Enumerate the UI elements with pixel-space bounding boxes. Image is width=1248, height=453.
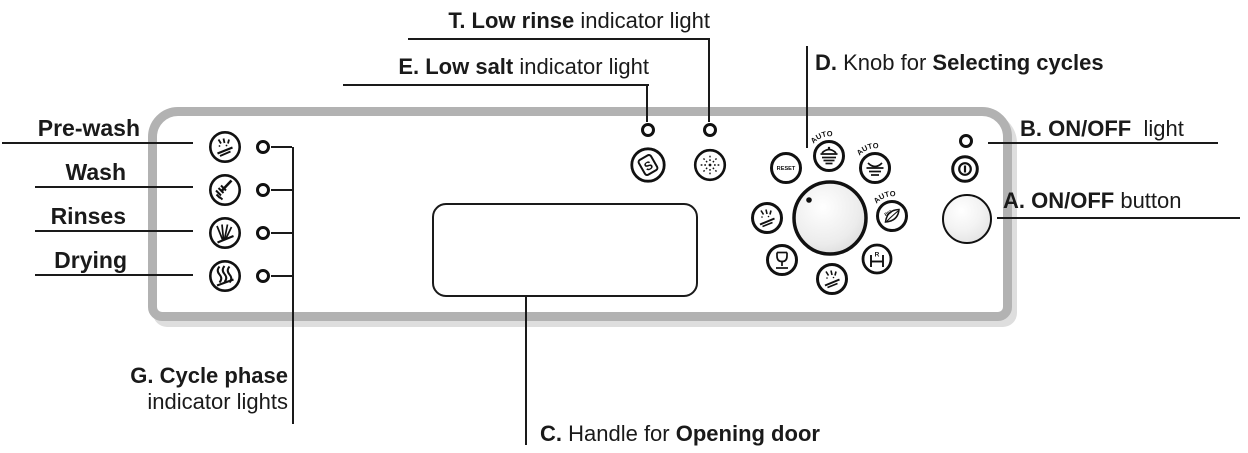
callout-line-low-rinse-v (708, 38, 710, 122)
prewash-indicator-light (256, 140, 270, 154)
reset-button[interactable]: RESET (770, 152, 802, 184)
phase-dash-3 (271, 232, 292, 234)
low-rinse-indicator-light (703, 123, 717, 137)
callout-line-knob-v (806, 46, 808, 148)
callout-line-onoff-button (997, 217, 1240, 219)
label-low-salt: E. Low salt indicator light (398, 54, 649, 79)
phase-label-wash: Wash (65, 159, 127, 185)
label-onoff-light: B. ON/OFF light (1020, 116, 1184, 141)
phase-dash-1 (271, 146, 292, 148)
glass-cycle-button[interactable] (766, 244, 798, 276)
pre-wash-icon (209, 131, 241, 163)
svg-text:BIO: BIO (883, 209, 893, 217)
drying-indicator-light (256, 269, 270, 283)
low-rinse-icon (693, 148, 727, 182)
svg-text:R: R (875, 252, 880, 259)
wash-icon (209, 174, 241, 206)
phase-dash-2 (271, 189, 292, 191)
label-low-rinse: T. Low rinse indicator light (448, 8, 710, 33)
soak-cycle-button[interactable] (751, 202, 783, 234)
svg-text:RESET: RESET (777, 166, 796, 172)
onoff-button[interactable] (942, 194, 992, 244)
knob-pointer-dot (806, 197, 812, 203)
low-salt-indicator-light (641, 123, 655, 137)
callout-line-handle-v (525, 297, 527, 445)
wash-indicator-light (256, 183, 270, 197)
rinses-icon (209, 217, 241, 249)
phase-dash-4 (271, 275, 292, 277)
callout-line-cycle-phase-v (292, 147, 294, 424)
power-icon (951, 155, 979, 183)
drying-icon (209, 260, 241, 292)
phase-line-drying (35, 274, 193, 276)
onoff-indicator-light (959, 134, 973, 148)
callout-line-onoff-light (988, 142, 1218, 144)
rinses-indicator-light (256, 226, 270, 240)
label-knob: D. Knob for Selecting cycles (815, 50, 1104, 75)
callout-line-low-rinse (408, 38, 710, 40)
callout-line-low-salt-v (646, 84, 648, 122)
quick-wash-button[interactable] (816, 263, 848, 295)
auto-intensive-button[interactable] (813, 140, 845, 172)
auto-normal-button[interactable] (859, 152, 891, 184)
phase-line-prewash (2, 142, 193, 144)
auto-bio-button[interactable]: BIO (876, 200, 908, 232)
phase-label-rinses: Rinses (50, 203, 126, 229)
cycle-selector-cluster: RESET AUTO AUTO AUTO BIO (751, 129, 908, 295)
callout-line-low-salt (343, 84, 649, 86)
phase-line-rinses (35, 230, 193, 232)
cycle-selector-knob[interactable] (792, 180, 868, 256)
label-cycle-phase: G. Cycle phase indicator lights (130, 363, 288, 414)
low-salt-icon: S (630, 147, 666, 183)
phase-label-drying: Drying (54, 247, 127, 273)
door-handle[interactable] (432, 203, 698, 297)
rinse-hold-button[interactable]: R (861, 243, 893, 275)
label-handle: C. Handle for Opening door (540, 421, 820, 446)
label-onoff-button: A. ON/OFF button (1003, 188, 1182, 213)
phase-line-wash (35, 186, 193, 188)
phase-label-prewash: Pre-wash (37, 115, 140, 141)
